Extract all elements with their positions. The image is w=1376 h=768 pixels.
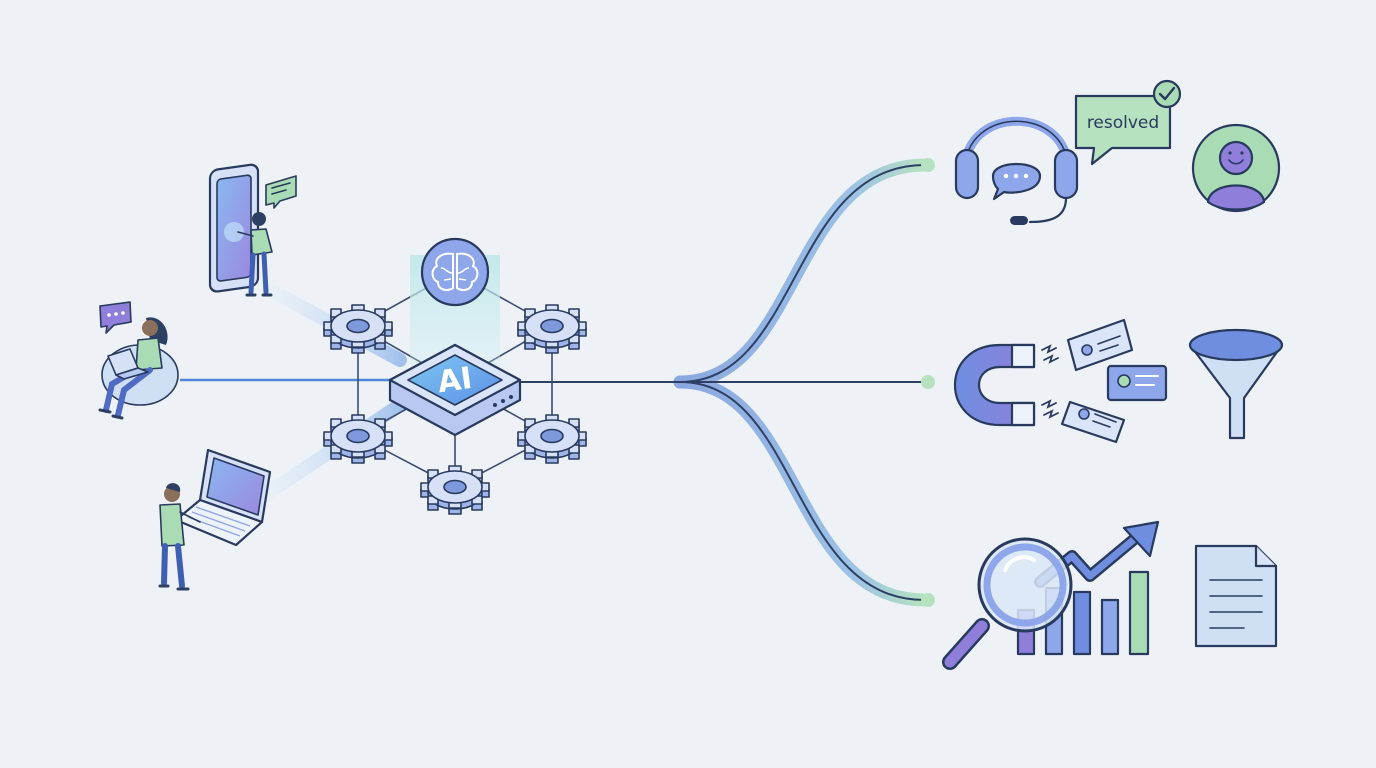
person-figure bbox=[158, 483, 201, 591]
ai-chip-label: AI bbox=[435, 361, 474, 400]
lead-generation bbox=[954, 318, 1284, 444]
magnifier-icon bbox=[942, 537, 1073, 670]
magnet-icon bbox=[954, 343, 1036, 427]
output-branches bbox=[513, 158, 932, 607]
desktop-laptop-user bbox=[158, 448, 272, 591]
id-card-icon bbox=[1106, 364, 1168, 402]
laptop-icon bbox=[107, 348, 149, 380]
smartphone-icon bbox=[208, 163, 260, 293]
gear-icon bbox=[517, 304, 587, 354]
customer-support: resolved bbox=[954, 79, 1281, 225]
document-icon bbox=[1194, 544, 1278, 648]
mobile-user bbox=[208, 163, 297, 297]
seated-laptop-user bbox=[98, 301, 179, 420]
funnel-icon bbox=[1188, 328, 1284, 440]
chat-bubble-icon bbox=[99, 301, 132, 334]
attraction-sparks bbox=[1041, 344, 1059, 419]
ai-chip: AI bbox=[388, 343, 522, 437]
person-figure bbox=[237, 212, 273, 297]
user-avatar-icon bbox=[1191, 123, 1281, 213]
analytics-reporting bbox=[942, 520, 1278, 670]
chat-bubble-icon bbox=[991, 163, 1042, 201]
brain-icon bbox=[420, 237, 490, 307]
chat-bubble-icon bbox=[265, 175, 297, 209]
id-card-icon bbox=[1066, 318, 1134, 372]
headset-icon bbox=[954, 116, 1079, 225]
gear-icon bbox=[517, 414, 587, 464]
gears bbox=[323, 304, 587, 515]
gear-icon bbox=[420, 465, 490, 515]
gear-icon bbox=[323, 414, 393, 464]
resolved-badge: resolved bbox=[1074, 79, 1182, 166]
branch-endpoints bbox=[921, 158, 935, 607]
resolved-label: resolved bbox=[1087, 113, 1159, 133]
checkmark-icon bbox=[1152, 79, 1182, 109]
gear-icon bbox=[323, 304, 393, 354]
ai-hub: AI bbox=[388, 237, 522, 437]
laptop-icon bbox=[174, 448, 272, 547]
id-card-icon bbox=[1060, 400, 1126, 444]
